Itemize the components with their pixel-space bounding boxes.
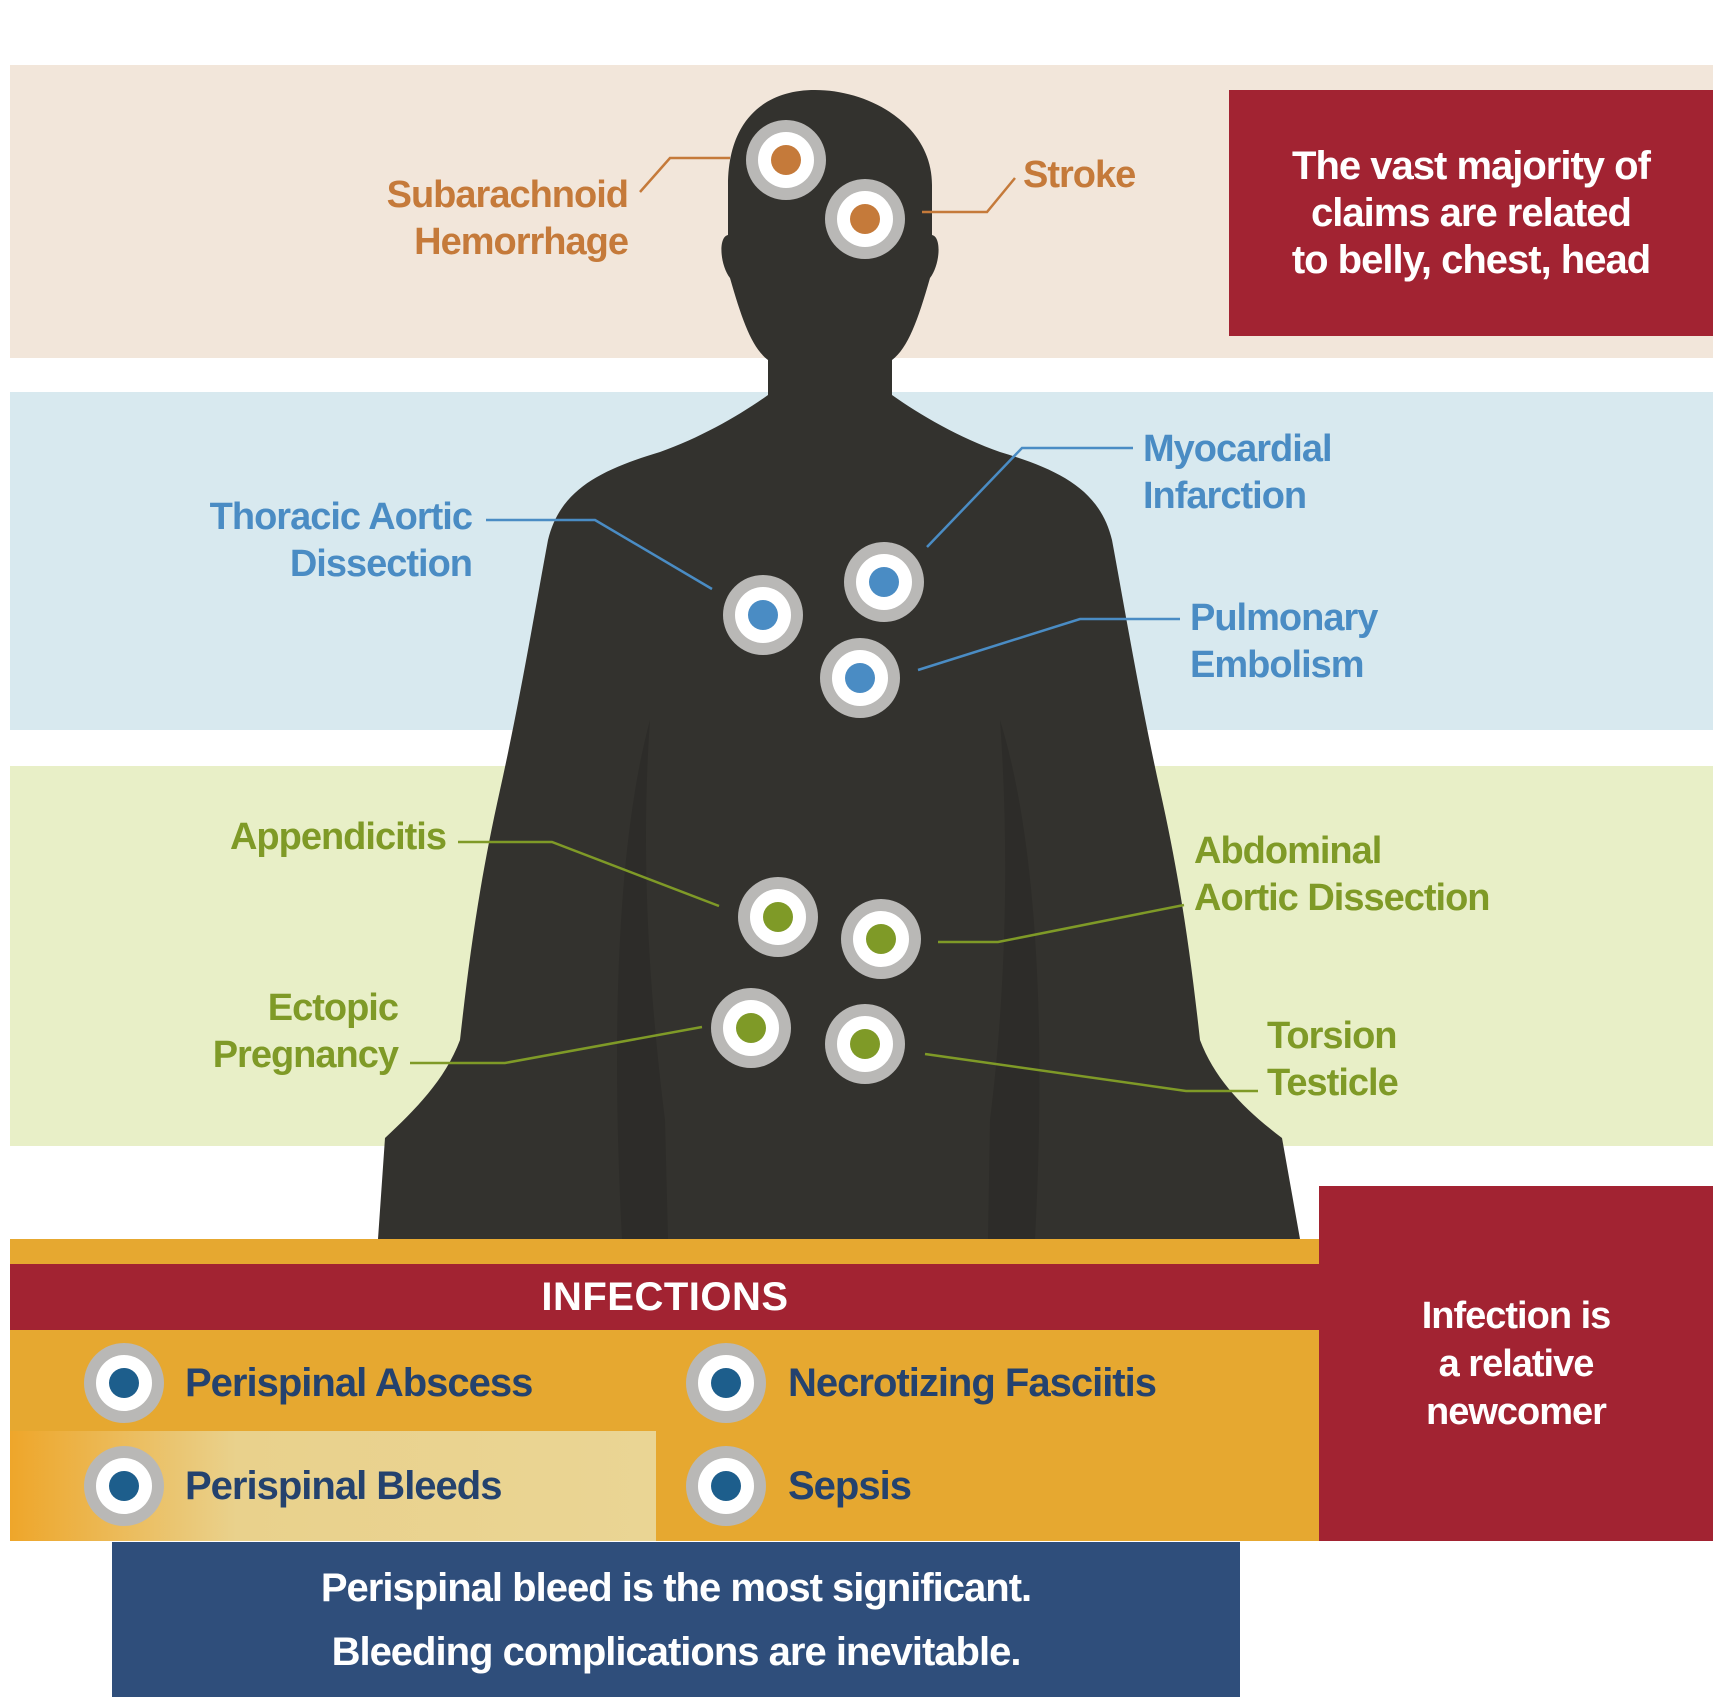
marker-subarachnoid — [746, 120, 826, 200]
connector-appendicitis — [458, 840, 720, 908]
infection-perispinal-abscess: Perispinal Abscess — [185, 1361, 533, 1405]
connector-subarachnoid — [639, 156, 730, 193]
label-myocardial: Myocardial Infarction — [1143, 428, 1333, 517]
connector-stroke — [922, 177, 1016, 214]
connector-abdominal — [938, 903, 1185, 944]
marker-myocardial — [844, 542, 924, 622]
infection-perispinal-bleeds: Perispinal Bleeds — [185, 1464, 502, 1508]
torso-left-contour — [617, 720, 668, 1239]
marker-ectopic — [711, 988, 791, 1068]
connector-myocardial — [926, 446, 1133, 548]
footer-note: Perispinal bleed is the most significant… — [112, 1542, 1240, 1697]
marker-abdominal — [841, 899, 921, 979]
marker-stroke — [825, 179, 905, 259]
connector-torsion — [924, 1052, 1258, 1093]
marker-appendicitis — [738, 877, 818, 957]
label-torsion: Torsion Testicle — [1267, 1015, 1399, 1104]
label-pulmonary: Pulmonary Embolism — [1190, 597, 1378, 686]
callout-infection-newcomer: Infection is a relative newcomer — [1319, 1186, 1713, 1541]
connector-lines — [410, 156, 1258, 1093]
infections-top-strip — [10, 1239, 1320, 1264]
label-stroke: Stroke — [1023, 154, 1136, 196]
label-appendicitis: Appendicitis — [229, 816, 447, 858]
label-ectopic: Ectopic Pregnancy — [212, 987, 399, 1076]
infection-sepsis: Sepsis — [788, 1464, 912, 1508]
torso-right-contour — [988, 720, 1040, 1239]
connector-thoracic — [486, 518, 713, 591]
infections-title: INFECTIONS — [10, 1264, 1320, 1330]
marker-torsion — [825, 1004, 905, 1084]
marker-group — [711, 120, 924, 1084]
marker-thoracic — [723, 575, 803, 655]
infection-necrotizing-fasciitis: Necrotizing Fasciitis — [788, 1361, 1157, 1405]
connector-ectopic — [410, 1025, 703, 1065]
label-subarachnoid: Subarachnoid Hemorrhage — [386, 174, 629, 263]
label-thoracic: Thoracic Aortic Dissection — [209, 496, 473, 585]
label-abdominal: Abdominal Aortic Dissection — [1194, 830, 1491, 919]
marker-pulmonary — [820, 638, 900, 718]
connector-pulmonary — [917, 617, 1180, 672]
callout-majority: The vast majority of claims are related … — [1229, 90, 1713, 336]
